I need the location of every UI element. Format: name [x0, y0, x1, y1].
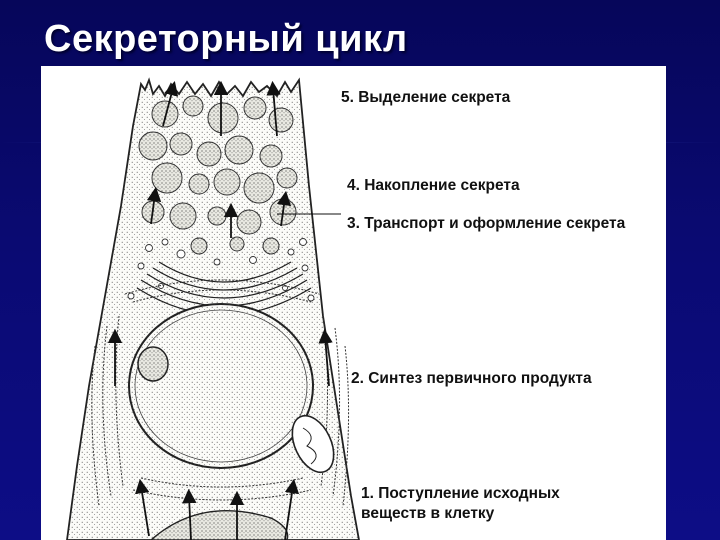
label-step5: 5. Выделение секрета — [341, 89, 511, 106]
label-step1: 1. Поступление исходных веществ в клетку — [361, 485, 560, 522]
label-step3: 3. Транспорт и оформление секрета — [347, 215, 626, 232]
mitochondrion — [291, 414, 335, 474]
label-step4: 4. Накопление секрета — [347, 177, 520, 194]
slide-title: Секреторный цикл — [44, 18, 408, 60]
nucleus — [128, 303, 314, 469]
basal-structure — [149, 509, 289, 540]
secretory-granules — [138, 95, 298, 255]
label-step2: 2. Синтез первичного продукта — [351, 370, 592, 387]
flow-arrows — [107, 80, 333, 540]
secretory-cell-illustration — [66, 77, 360, 540]
small-vesicles — [127, 238, 315, 302]
figure-panel: 5. Выделение секрета 4. Накопление секре… — [41, 66, 666, 540]
